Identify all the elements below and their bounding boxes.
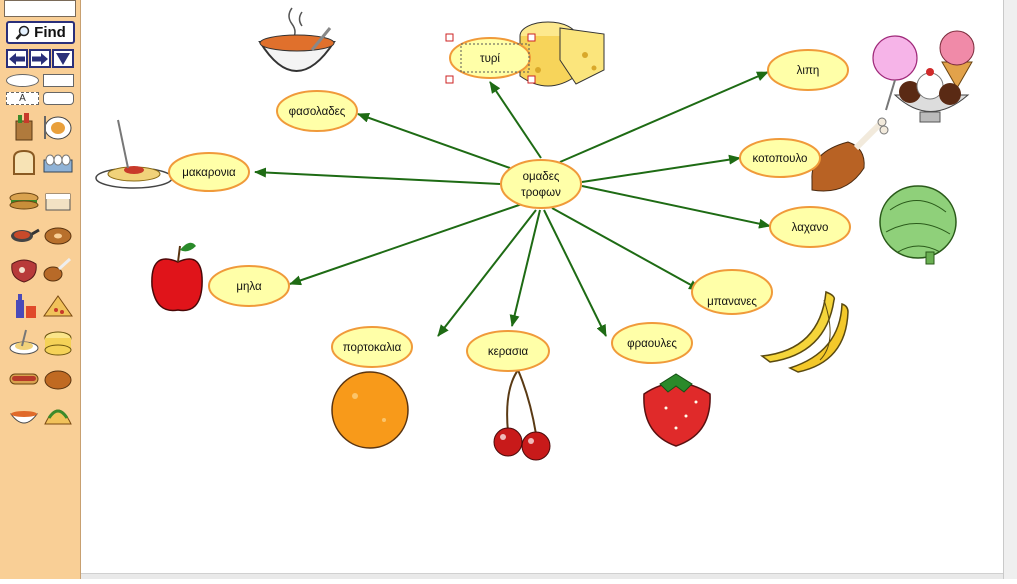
spaghetti-icon[interactable]: [8, 328, 40, 356]
node-label: φασολαδες: [289, 106, 346, 118]
arrow-left-icon: [9, 52, 25, 65]
arrow-down-icon: [56, 52, 70, 65]
chicken-leg-icon[interactable]: [811, 117, 889, 192]
pan-icon[interactable]: [8, 220, 40, 248]
rectangle-tool[interactable]: [43, 74, 74, 87]
bread-icon[interactable]: [8, 148, 40, 176]
arrow-down-button[interactable]: [52, 49, 74, 68]
node-spaghetti[interactable]: μακαρονια: [168, 152, 250, 192]
text-tool-label: A: [19, 93, 26, 104]
arrow-right-button[interactable]: [29, 49, 51, 68]
node-bean-soup[interactable]: φασολαδες: [276, 90, 358, 132]
node-label: κερασια: [488, 346, 529, 358]
apple-icon[interactable]: [151, 242, 203, 312]
node-fats[interactable]: λιπη: [767, 49, 849, 91]
node-label: τυρί: [480, 53, 500, 65]
strawberry-icon[interactable]: [643, 373, 711, 447]
node-cheese[interactable]: τυρί: [445, 33, 536, 84]
ice-cream-icon[interactable]: [872, 30, 975, 123]
eggs-icon[interactable]: [42, 148, 74, 176]
steak-icon[interactable]: [8, 256, 40, 284]
node-label: μηλα: [236, 281, 262, 293]
grocery-bag-icon[interactable]: [8, 113, 40, 141]
node-label: πορτοκαλια: [343, 342, 402, 354]
drumstick-icon[interactable]: [42, 256, 74, 284]
search-field[interactable]: [4, 0, 76, 17]
center-node-line-2: τροφων: [521, 187, 561, 199]
node-label: μπανανες: [707, 296, 757, 308]
node-oranges[interactable]: πορτοκαλια: [331, 326, 413, 368]
diagram-canvas[interactable]: ομαδες τροφων τυρί λιπη κοτοπουλο λαχανο: [81, 0, 1003, 579]
node-label: μακαρονια: [182, 167, 236, 179]
node-apples[interactable]: μηλα: [208, 265, 290, 307]
center-node[interactable]: ομαδες τροφων: [500, 159, 582, 209]
selection-handle[interactable]: [445, 75, 454, 84]
find-label: Find: [34, 24, 66, 41]
vertical-scrollbar[interactable]: [1003, 0, 1017, 579]
node-label: κοτοπουλο: [753, 153, 808, 165]
banana-icon[interactable]: [760, 290, 849, 373]
spaghetti-icon[interactable]: [95, 119, 173, 189]
sandwich-icon[interactable]: [8, 184, 40, 212]
center-node-line-1: ομαδες: [523, 171, 560, 183]
orange-icon[interactable]: [331, 371, 409, 449]
bottle-icon[interactable]: [8, 292, 40, 320]
horizontal-scrollbar[interactable]: [81, 573, 1003, 579]
cake-icon[interactable]: [42, 184, 74, 212]
ellipse-tool[interactable]: [6, 74, 39, 87]
soup-bowl-icon[interactable]: [258, 7, 336, 72]
magnifier-icon: [15, 25, 30, 40]
selection-handle[interactable]: [527, 75, 536, 84]
taco-icon[interactable]: [42, 400, 74, 428]
node-strawberries[interactable]: φραουλες: [611, 322, 693, 364]
bagel-icon[interactable]: [42, 220, 74, 248]
node-chicken[interactable]: κοτοπουλο: [739, 138, 821, 178]
rounded-rectangle-tool[interactable]: [43, 92, 74, 105]
lettuce-icon[interactable]: [879, 185, 957, 265]
hotdog-icon[interactable]: [8, 364, 40, 392]
pizza-icon[interactable]: [42, 292, 74, 320]
selection-handle[interactable]: [527, 33, 536, 42]
plate-icon[interactable]: [42, 113, 74, 141]
cheese-icon[interactable]: [519, 21, 605, 87]
cherry-icon[interactable]: [493, 369, 551, 461]
connectors: [254, 71, 771, 337]
soup-icon[interactable]: [8, 400, 40, 428]
find-button[interactable]: Find: [6, 21, 75, 44]
arrow-left-button[interactable]: [6, 49, 28, 68]
node-label: φραουλες: [627, 338, 677, 350]
node-cherries[interactable]: κερασια: [466, 330, 550, 372]
tool-palette: Find A: [0, 0, 81, 579]
node-label: λαχανο: [792, 222, 829, 234]
roast-chicken-icon[interactable]: [42, 364, 74, 392]
node-label: λιπη: [797, 65, 820, 77]
cheese-icon[interactable]: [42, 328, 74, 356]
arrow-right-icon: [32, 52, 48, 65]
node-cabbage[interactable]: λαχανο: [769, 206, 851, 248]
text-tool[interactable]: A: [6, 92, 39, 105]
selection-handle[interactable]: [445, 33, 454, 42]
node-bananas[interactable]: μπανανες: [691, 269, 773, 315]
